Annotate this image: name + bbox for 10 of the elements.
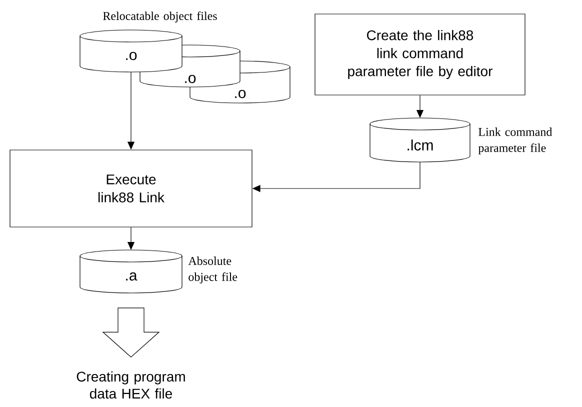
- process-box: Create the link88 link command parameter file by editor: [314, 14, 526, 96]
- cylinder: .a: [80, 250, 182, 294]
- block-arrow: [102, 308, 160, 358]
- cylinder: .lcm: [370, 118, 470, 162]
- file-caption: Relocatable object files: [103, 12, 217, 22]
- process-box: Execute link88 Link: [10, 150, 252, 228]
- result-text: Creating program data HEX file: [76, 371, 185, 399]
- file-caption: Link command parameter file: [478, 128, 552, 154]
- cylinder: .o: [80, 30, 182, 72]
- file-caption: Absolute object file: [188, 256, 238, 284]
